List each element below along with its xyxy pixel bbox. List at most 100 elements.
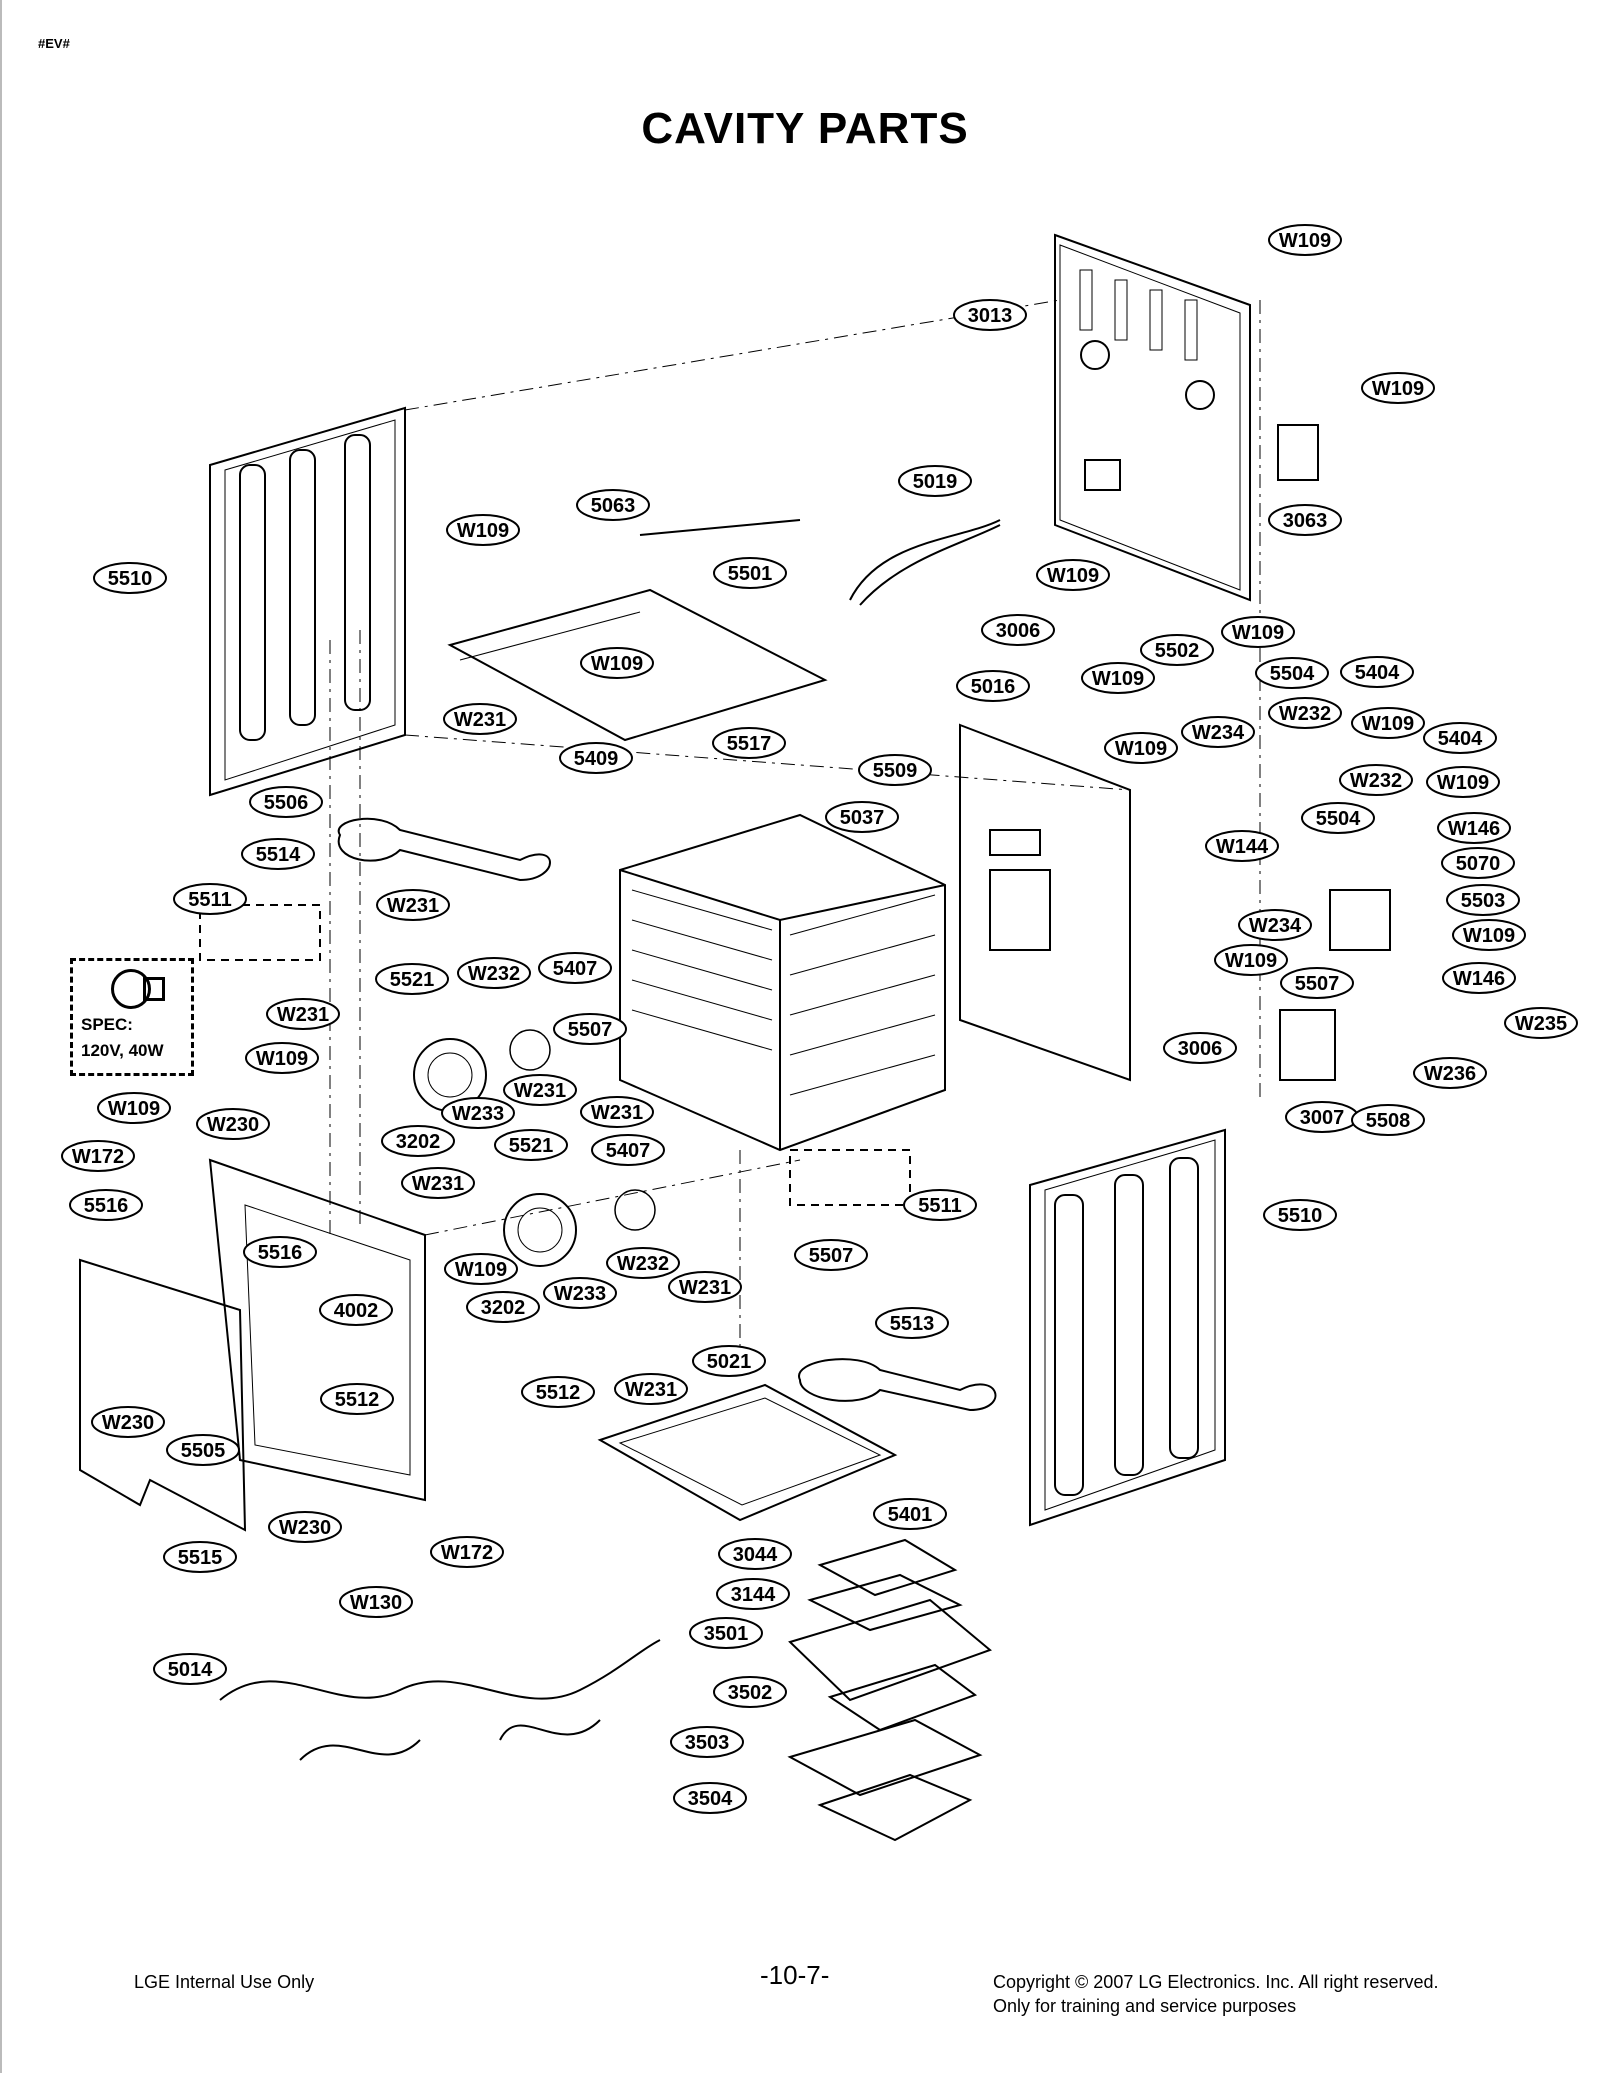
callout-label: W234 — [1192, 722, 1245, 744]
callout-label: W172 — [72, 1146, 124, 1168]
callout-label: W109 — [1279, 230, 1331, 252]
footer-left-text: LGE Internal Use Only — [134, 1972, 315, 1992]
callout-w230: W230 — [196, 1108, 270, 1140]
callout-5502: 5502 — [1140, 634, 1214, 666]
callout-oval — [559, 742, 633, 774]
callout-w109: W109 — [1452, 919, 1526, 951]
rear-wall-part — [959, 723, 1131, 1082]
callout-label: 5504 — [1270, 663, 1315, 685]
callout-oval — [538, 952, 612, 984]
callout-w144: W144 — [1205, 830, 1279, 862]
callout-label: W234 — [1249, 915, 1302, 937]
callout-oval — [1205, 830, 1279, 862]
callout-oval — [166, 1434, 240, 1466]
callout-label: W109 — [1047, 565, 1099, 587]
callout-3504: 3504 — [673, 1782, 747, 1814]
callout-oval — [339, 1586, 413, 1618]
callout-label: 5505 — [181, 1440, 226, 1462]
top-plate-part — [447, 588, 828, 742]
callout-w130: W130 — [339, 1586, 413, 1618]
callout-5511: 5511 — [903, 1189, 977, 1221]
callout-label: W109 — [457, 520, 509, 542]
callout-oval — [1104, 732, 1178, 764]
callout-label: 5016 — [971, 676, 1016, 698]
callout-oval — [173, 883, 247, 915]
callout-w233: W233 — [441, 1097, 515, 1129]
oven-cavity-part — [619, 813, 946, 1152]
callout-oval — [69, 1189, 143, 1221]
callout-5404: 5404 — [1340, 656, 1414, 688]
callout-label: 5407 — [553, 958, 598, 980]
callout-label: W232 — [468, 963, 520, 985]
callout-oval — [196, 1108, 270, 1140]
callout-3202: 3202 — [466, 1291, 540, 1323]
callout-w109: W109 — [580, 647, 654, 679]
callout-5509: 5509 — [858, 754, 932, 786]
callout-oval — [543, 1277, 617, 1309]
callout-oval — [668, 1271, 742, 1303]
callout-w109: W109 — [1036, 559, 1110, 591]
callout-oval — [1280, 967, 1354, 999]
callout-oval — [692, 1345, 766, 1377]
callout-label: 3006 — [996, 620, 1041, 642]
callout-oval — [1351, 707, 1425, 739]
relay-module-part — [1329, 889, 1391, 951]
callout-5505: 5505 — [166, 1434, 240, 1466]
callout-oval — [1268, 697, 1342, 729]
callout-label: 5507 — [568, 1019, 613, 1041]
header-tag: #EV# — [38, 36, 70, 51]
callout-label: W172 — [441, 1542, 493, 1564]
callout-oval — [1361, 372, 1435, 404]
callout-5507: 5507 — [794, 1239, 868, 1271]
callout-oval — [249, 786, 323, 818]
callout-label: W233 — [554, 1283, 606, 1305]
callout-w231: W231 — [503, 1074, 577, 1106]
callout-label: W109 — [591, 653, 643, 675]
callout-w233: W233 — [543, 1277, 617, 1309]
spec-box: SPEC: 120V, 40W — [70, 958, 194, 1076]
callout-3044: 3044 — [718, 1538, 792, 1570]
vent-grille-part — [1277, 424, 1319, 481]
callout-label: 3013 — [968, 305, 1013, 327]
callout-oval — [1301, 802, 1375, 834]
callout-label: 5507 — [1295, 973, 1340, 995]
callout-oval — [713, 1676, 787, 1708]
callout-3006: 3006 — [981, 614, 1055, 646]
callout-w172: W172 — [430, 1536, 504, 1568]
callout-w231: W231 — [401, 1167, 475, 1199]
callout-oval — [1340, 656, 1414, 688]
callout-5407: 5407 — [591, 1134, 665, 1166]
callout-4002: 4002 — [319, 1294, 393, 1326]
callout-oval — [441, 1097, 515, 1129]
callout-5515: 5515 — [163, 1541, 237, 1573]
callout-label: W146 — [1448, 818, 1500, 840]
callout-oval — [376, 889, 450, 921]
callout-5504: 5504 — [1255, 657, 1329, 689]
callout-label: W231 — [277, 1004, 329, 1026]
callout-3202: 3202 — [381, 1125, 455, 1157]
callout-oval — [875, 1307, 949, 1339]
callout-oval — [1442, 962, 1516, 994]
lamp-assembly-lower-part — [789, 1149, 911, 1206]
callout-oval — [1339, 764, 1413, 796]
callout-oval — [1036, 559, 1110, 591]
callout-5512: 5512 — [320, 1383, 394, 1415]
callout-label: 5508 — [1366, 1110, 1411, 1132]
callout-w109: W109 — [444, 1253, 518, 1285]
callout-5508: 5508 — [1351, 1104, 1425, 1136]
callout-5037: 5037 — [825, 801, 899, 833]
callout-oval — [97, 1092, 171, 1124]
broil-element-part — [337, 817, 551, 882]
callout-5507: 5507 — [1280, 967, 1354, 999]
callout-label: W230 — [207, 1114, 259, 1136]
callout-oval — [873, 1498, 947, 1530]
callout-label: W109 — [1225, 950, 1277, 972]
callout-oval — [858, 754, 932, 786]
callout-3006: 3006 — [1163, 1032, 1237, 1064]
callout-oval — [1181, 716, 1255, 748]
callout-oval — [241, 838, 315, 870]
callout-oval — [245, 1042, 319, 1074]
callout-5070: 5070 — [1441, 847, 1515, 879]
